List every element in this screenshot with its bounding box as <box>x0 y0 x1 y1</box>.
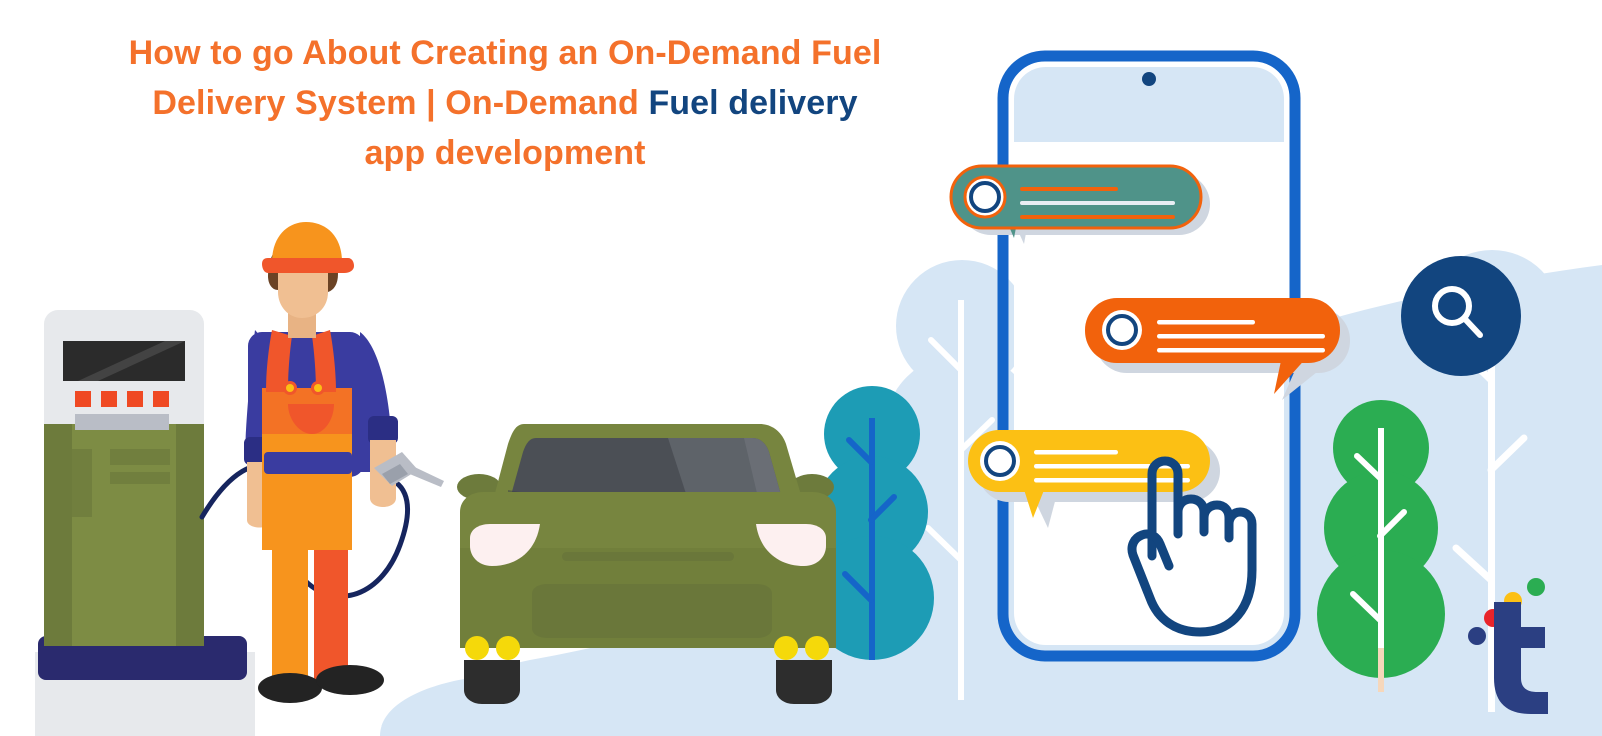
bubble-line <box>1020 201 1175 205</box>
bubble-line <box>1157 334 1325 339</box>
chat-bubble-teal[interactable] <box>949 164 1210 244</box>
bubble-line <box>1020 187 1118 191</box>
phone-statusbar <box>1014 67 1284 142</box>
title-text-1: How to go About Creating an On-Demand Fu… <box>128 34 882 72</box>
tire-left <box>464 660 520 704</box>
foglight-1 <box>465 636 489 660</box>
bubble-line <box>1020 215 1175 219</box>
shoe-left <box>258 673 322 703</box>
leg-right <box>314 540 348 682</box>
logo-letter-t <box>1494 602 1548 714</box>
pump-base <box>38 636 247 680</box>
bubble-tail-orange <box>1274 356 1308 394</box>
dot-blue <box>1468 627 1486 645</box>
title-text-2b: Fuel delivery <box>648 84 858 122</box>
foglight-4 <box>805 636 829 660</box>
bumper-intake <box>532 584 772 638</box>
search-badge-circle <box>1401 256 1521 376</box>
search-icon-badge[interactable] <box>1401 256 1521 376</box>
fuel-pump <box>35 310 255 736</box>
fuel-nozzle <box>374 452 444 487</box>
leg-left <box>272 540 308 682</box>
cap-brim <box>262 258 354 273</box>
fuel-attendant <box>244 222 444 703</box>
shoe-right <box>316 665 384 695</box>
bubble-line <box>1034 478 1190 483</box>
strap-right <box>312 330 336 392</box>
title-text-2a: Delivery System | On-Demand <box>152 84 649 122</box>
strap-left <box>266 330 292 392</box>
green-car <box>457 424 836 704</box>
title-line-2: Delivery System | On-Demand Fuel deliver… <box>40 86 970 120</box>
tree-green <box>1317 400 1445 692</box>
chat-bubble-orange[interactable] <box>1085 298 1350 400</box>
cap <box>272 222 342 262</box>
bubble-line <box>1034 450 1118 455</box>
title-line-1: How to go About Creating an On-Demand Fu… <box>40 36 970 70</box>
hand-pointer-cursor[interactable] <box>1127 456 1257 637</box>
bubble-body-orange <box>1085 298 1340 363</box>
foglight-2 <box>496 636 520 660</box>
brand-logo[interactable] <box>1468 578 1548 714</box>
tree-teal <box>810 386 934 660</box>
bubble-line <box>1157 348 1325 353</box>
page-title: How to go About Creating an On-Demand Fu… <box>40 36 970 186</box>
bubble-body-teal <box>949 164 1203 230</box>
foglight-3 <box>774 636 798 660</box>
search-icon <box>1432 286 1483 338</box>
bubble-line <box>1157 320 1255 325</box>
title-text-3: app development <box>364 134 646 172</box>
grille-line <box>562 552 734 561</box>
belt <box>264 452 352 474</box>
headlight-left <box>470 524 540 566</box>
headlight-right <box>756 524 826 566</box>
title-line-3: app development <box>40 136 970 170</box>
pump-indicator-lights <box>75 391 169 407</box>
phone-camera-dot <box>1142 72 1156 86</box>
dot-green <box>1527 578 1545 596</box>
tire-right <box>776 660 832 704</box>
